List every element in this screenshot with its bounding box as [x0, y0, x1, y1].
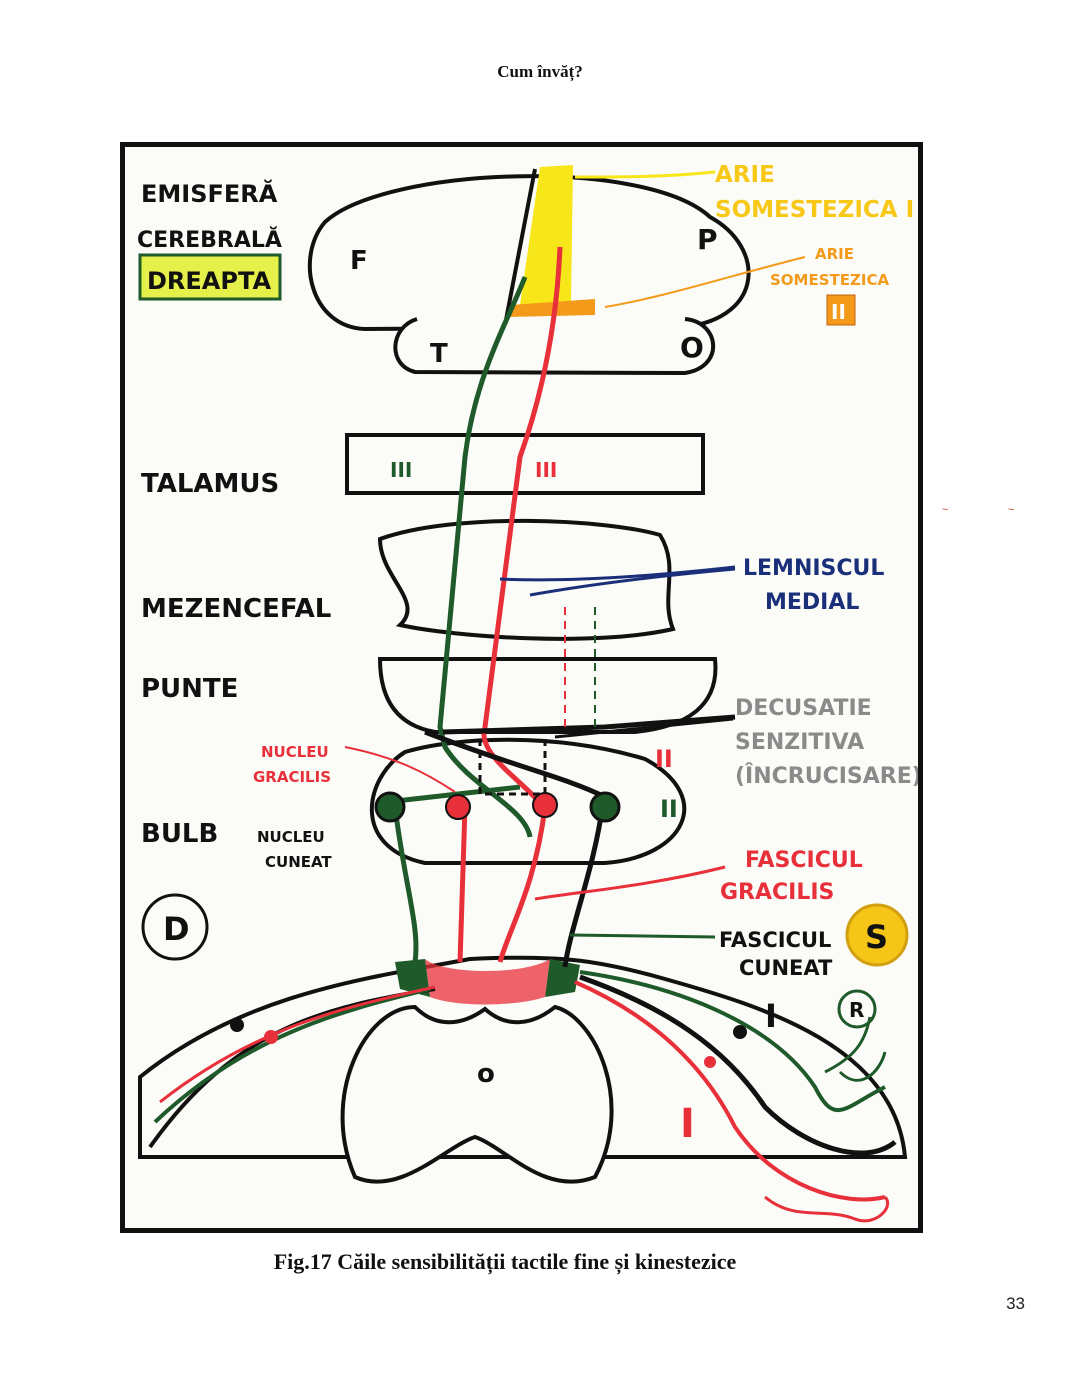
lobe-o-label: O	[680, 331, 704, 364]
neuron2-upper-label: II	[655, 745, 673, 773]
hemisphere-label-2: CEREBRALĂ	[137, 227, 282, 253]
area1-label-1: ARIE	[715, 162, 775, 188]
receptor-circle	[837, 989, 877, 1029]
fasc-cuneat-label-1: FASCICUL	[719, 928, 831, 952]
neuron1-black-label: I	[765, 997, 777, 1035]
lemniscus-arrow-2	[529, 567, 736, 597]
gracilis-nucleus-label-1: NUCLEU	[261, 743, 329, 761]
area2-roman: II	[831, 300, 846, 324]
pathway-drawing: EMISFERĂ CEREBRALĂ DREAPTA F P T O ARIE …	[137, 162, 918, 1223]
lemniscus-label-1: LEMNISCUL	[743, 556, 884, 581]
page-number: 33	[1006, 1294, 1025, 1313]
area2-label-1: ARIE	[815, 245, 854, 263]
cuneate-nucleus-left	[374, 791, 406, 823]
red-pathway	[457, 246, 563, 963]
decussation-label-3: (ÎNCRUCISARE)	[735, 763, 918, 789]
temporal-lobe	[393, 317, 716, 376]
decussation-pointer	[554, 717, 734, 739]
side-right-label: S	[865, 918, 888, 956]
lobe-p-label: P	[697, 223, 718, 256]
fasc-cuneat-label-2: CUNEAT	[739, 956, 833, 980]
central-canal: o	[477, 1059, 495, 1089]
cuneate-nucleus-label-1: NUCLEU	[257, 828, 325, 846]
thalamus-neuron-right: III	[535, 458, 557, 482]
thalamus-label: TALAMUS	[141, 469, 279, 499]
stray-mark-2: ~	[1008, 504, 1015, 516]
receptor-label: R	[849, 998, 864, 1022]
black-pathway	[424, 714, 736, 968]
thalamus-neuron-left: III	[390, 458, 412, 482]
figure-caption: Fig.17 Căile sensibilității tactile fine…	[273, 1249, 737, 1274]
decussation-label-1: DECUSATIE	[735, 696, 872, 721]
lobe-f-label: F	[350, 246, 368, 276]
lemniscus-label-2: MEDIAL	[765, 590, 859, 615]
side-left-circle	[141, 893, 209, 961]
nucleus-gracilis-pointer	[344, 746, 456, 793]
neuron2-lower-label: II	[660, 795, 678, 823]
pons-outline	[377, 657, 718, 734]
side-right-circle	[845, 903, 909, 967]
neuron1-red-label: I	[680, 1101, 695, 1147]
medulla-outline	[369, 737, 687, 865]
pathway-diagram: EMISFERĂ CEREBRALĂ DREAPTA F P T O ARIE …	[120, 142, 923, 1233]
right-hemisphere-highlight	[138, 253, 282, 301]
hemisphere-label-3: DREAPTA	[147, 267, 271, 295]
gracilis-nucleus-left	[445, 794, 471, 820]
running-header: Cum învăț?	[497, 62, 583, 81]
lemniscus-arrow-1	[499, 565, 736, 582]
medulla-label: BULB	[141, 819, 218, 849]
fasc-cuneat-pointer	[569, 933, 716, 939]
green-pathway	[386, 276, 533, 963]
spinal-cord-section	[138, 955, 908, 1223]
gracilis-nucleus-label-2: GRACILIS	[253, 768, 331, 786]
decussation-box	[478, 730, 547, 796]
area1-pointer	[574, 170, 716, 179]
area2-pointer	[604, 256, 806, 308]
somatosensory-area-2-highlight	[508, 299, 595, 317]
lobe-t-label: T	[430, 339, 448, 369]
cerebral-hemisphere	[307, 165, 751, 376]
decussation-label-2: SENZITIVA	[735, 730, 864, 755]
side-left-label: D	[163, 910, 190, 948]
fasc-gracilis-label-2: GRACILIS	[720, 880, 834, 905]
hemisphere-label-1: EMISFERĂ	[141, 178, 278, 208]
fasc-gracilis-label-1: FASCICUL	[745, 848, 863, 873]
mesencephalon-label: MEZENCEFAL	[141, 594, 331, 624]
cuneate-nucleus-right	[589, 791, 621, 823]
stray-mark-1: ~	[942, 504, 949, 516]
area2-label-2: SOMESTEZICA	[770, 271, 889, 289]
fasc-gracilis-pointer	[534, 865, 726, 901]
pons-label: PUNTE	[141, 674, 238, 704]
area2-badge	[826, 294, 856, 326]
cuneate-nucleus-label-2: CUNEAT	[265, 853, 332, 871]
gracilis-nucleus-right	[532, 792, 558, 818]
area1-label-2: SOMESTEZICA I	[715, 197, 914, 223]
